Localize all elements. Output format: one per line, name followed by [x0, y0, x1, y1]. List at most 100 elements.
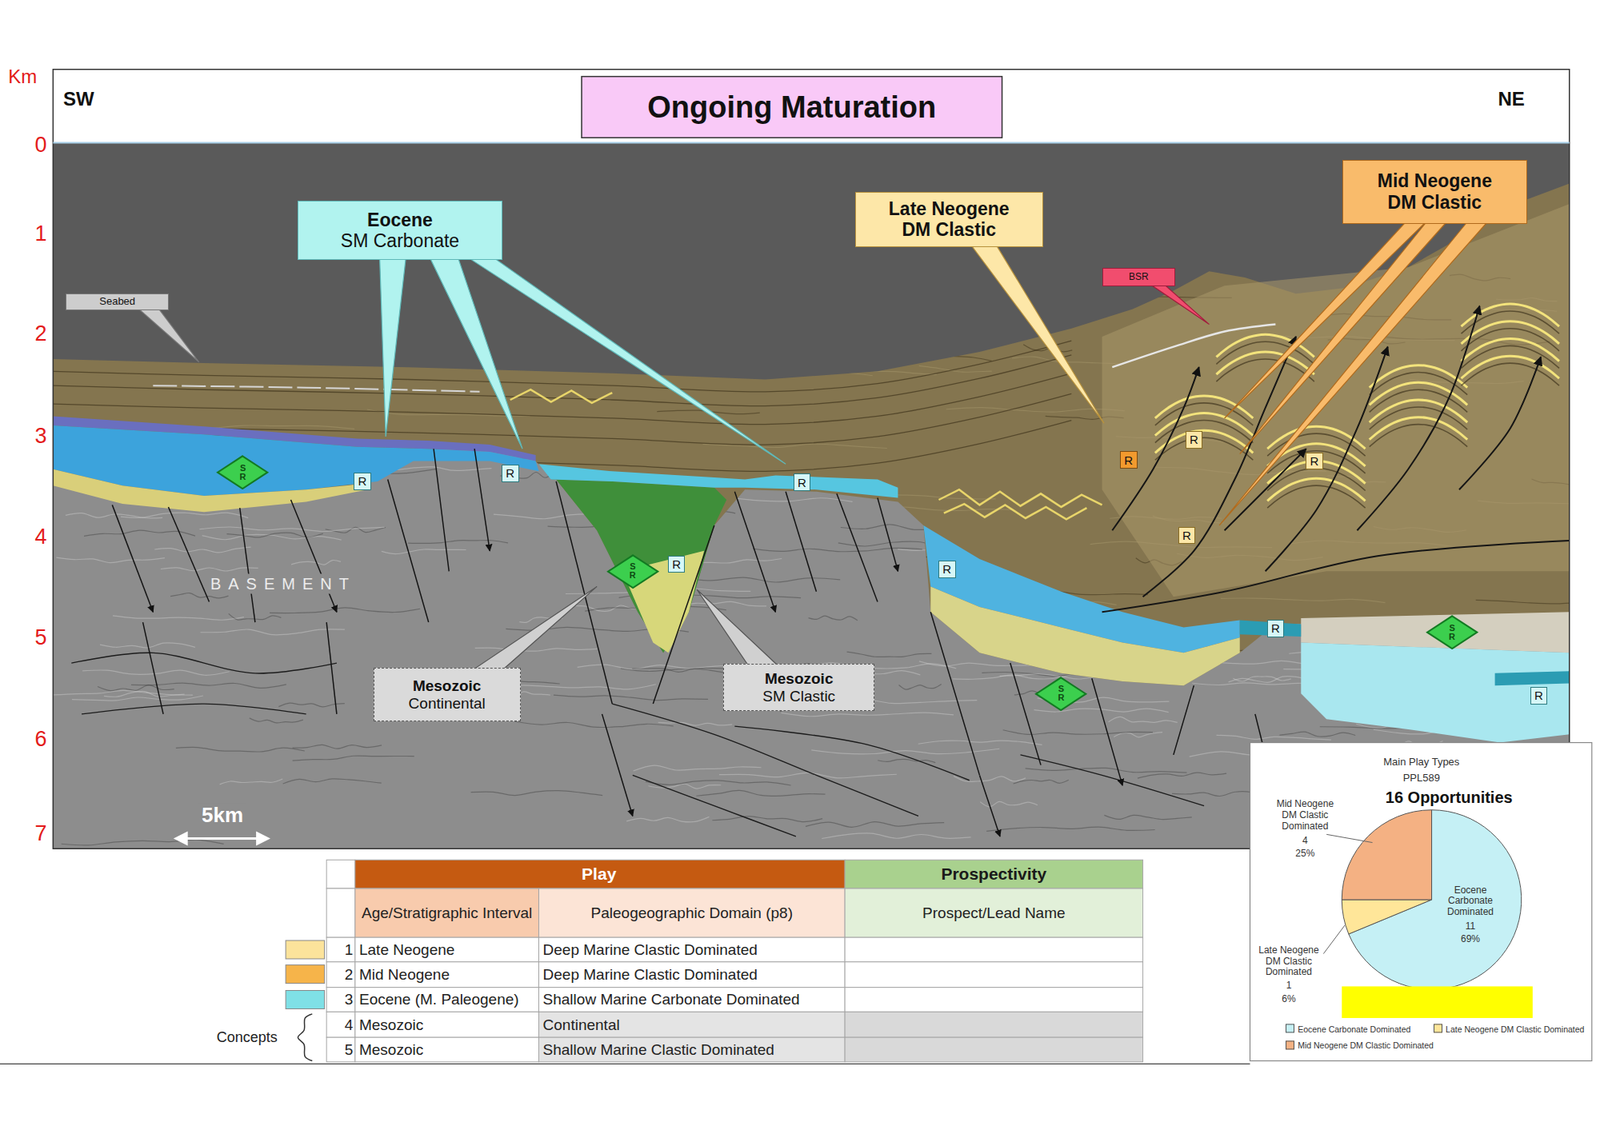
diamond-outline [608, 555, 658, 588]
reflector [1148, 467, 1221, 473]
table-swatch [285, 991, 324, 1010]
callout-text: BSR [1128, 272, 1149, 284]
pie-chart [1341, 810, 1521, 990]
legend-item: Late Neogene DM Clastic Dominated [1433, 1023, 1584, 1034]
fault-line [1010, 663, 1041, 766]
fold-belt-tint [1102, 204, 1570, 597]
scale-arrow [256, 832, 271, 847]
callout-box: Late Neogene DM Clastic [855, 192, 1044, 248]
table-subheader: Paleogeographic Domain (p8) [591, 904, 793, 923]
fault-line [652, 525, 715, 704]
table-cell [538, 937, 845, 963]
source-rock-diamond: S R [1425, 615, 1479, 650]
reflector [1385, 496, 1503, 500]
reservoir-tag: R [1185, 431, 1204, 449]
callout-pointer [1148, 284, 1209, 325]
table-cell-text: Late Neogene [359, 941, 455, 960]
callout-pointer [1240, 219, 1449, 454]
deep-reflector [632, 775, 796, 837]
fault-line [556, 481, 612, 704]
reflector [72, 696, 204, 701]
reflector [1108, 716, 1178, 723]
table-swatch [285, 940, 324, 960]
depth-tick: 0 [35, 133, 48, 159]
fault-line [474, 448, 490, 552]
reflector [381, 549, 467, 555]
reflector [759, 274, 819, 280]
eocene-thin-band [538, 464, 898, 498]
table-cell [844, 888, 1143, 938]
table-header: Play [581, 864, 616, 884]
reservoir-tag: R [938, 560, 956, 579]
table-subheader: Prospect/Lead Name [922, 904, 1066, 923]
reflector [1104, 815, 1192, 820]
diamond-outline [1427, 616, 1477, 649]
reflector [61, 840, 224, 846]
fold-sand [1267, 478, 1365, 501]
title: Ongoing Maturation [647, 89, 936, 124]
legend-swatch [1285, 1040, 1295, 1050]
pie-slice [1341, 810, 1432, 900]
reflector [170, 593, 228, 599]
table-swatch [285, 965, 324, 984]
reflector [986, 827, 1155, 832]
table-cell [355, 988, 540, 1013]
diamond-outline [217, 456, 268, 489]
eocene-basin-fill [1300, 643, 1569, 744]
slice-count: 4 [1302, 836, 1308, 848]
reflector [752, 548, 923, 552]
pie-slice [1341, 900, 1432, 935]
reflector [712, 816, 823, 823]
eocene-lower [52, 469, 368, 513]
slice-leader [1326, 834, 1372, 843]
reflector [658, 722, 733, 726]
table-cell-text: Deep Marine Clastic Dominated [543, 966, 758, 984]
reflector [104, 691, 185, 697]
fold-sand [1369, 417, 1468, 440]
reflector [82, 670, 229, 676]
callout-pointer [469, 586, 597, 672]
fault-line [877, 497, 899, 572]
deep-reflector [81, 704, 307, 715]
reflector [877, 759, 936, 763]
reservoir-tag: R [793, 473, 812, 492]
reflector [805, 822, 944, 828]
table-cell [844, 1012, 1143, 1038]
table-cell-text: Eocene (M. Paleogene) [359, 991, 520, 1009]
fault-line [734, 492, 776, 613]
callout-text: Mesozoic [764, 670, 834, 688]
sand-reflector [944, 504, 1088, 520]
slice-label: Late Neogene DM Clastic Dominated [1255, 945, 1323, 979]
direction-label: SW [63, 88, 95, 111]
reservoir-tag: R [1120, 451, 1138, 469]
fault-line [1092, 678, 1123, 786]
eocene-lower [930, 586, 1240, 686]
table-cell [355, 1037, 540, 1063]
carbonate-sliver [1495, 671, 1570, 686]
table-cell [326, 962, 356, 988]
tag-letter: R [672, 557, 681, 572]
callout-text: Late Neogene DM Clastic [877, 198, 1020, 241]
fault-line [930, 612, 980, 776]
reflector [1003, 730, 1153, 736]
bracket [297, 1014, 312, 1062]
reflector [112, 616, 244, 620]
reflector [160, 568, 259, 572]
reflector [1458, 516, 1569, 520]
reflector [1307, 585, 1362, 590]
table-cell [844, 937, 1143, 963]
callout-box: Mid Neogene DM Clastic [1342, 160, 1528, 224]
diamond-outline [1036, 677, 1086, 711]
play-table [285, 860, 1143, 1063]
fold-sand [1267, 426, 1365, 449]
slice-percent: 69% [1460, 934, 1480, 946]
fault-line [1173, 685, 1195, 756]
reflector [838, 541, 999, 548]
table-cell [538, 1037, 845, 1063]
callout-pointer [1219, 219, 1490, 526]
reflector [780, 450, 914, 456]
table-cell [538, 962, 845, 988]
row-number: 2 [344, 966, 354, 984]
reflector [200, 629, 345, 636]
thrust-fault [1112, 367, 1199, 531]
